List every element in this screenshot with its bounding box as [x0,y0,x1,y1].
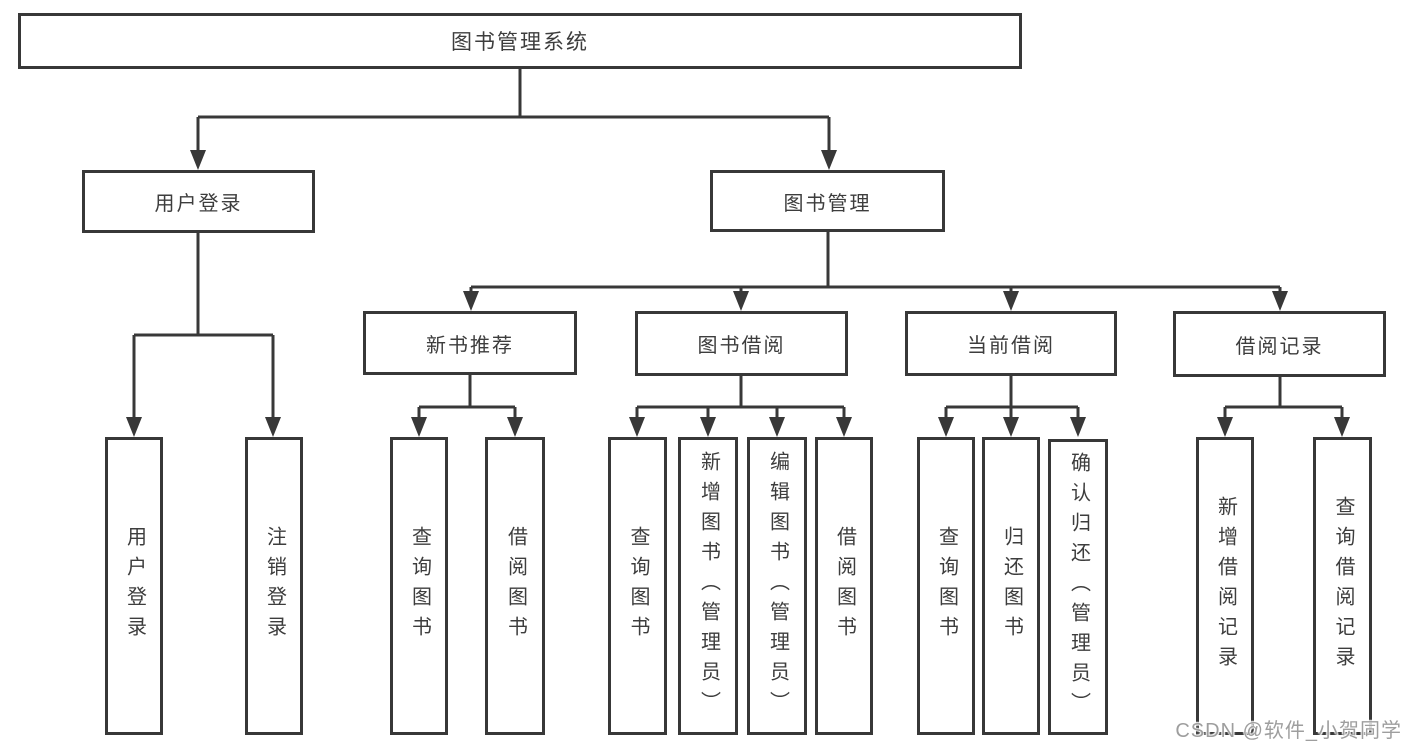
leaf-borrow-books-borrowing: 借阅图书 [815,437,873,735]
node-new-book-recommendation: 新书推荐 [363,311,577,375]
watermark-text: CSDN @软件_小贺同学 [1175,720,1402,742]
leaf-logout: 注销登录 [245,437,303,735]
leaf-add-book-admin: 新增图书（管理员） [678,437,738,735]
leaf-edit-book-admin: 编辑图书（管理员） [747,437,807,735]
leaf-return-book: 归还图书 [982,437,1040,735]
node-book-borrowing: 图书借阅 [635,311,848,376]
leaf-query-books-recommend: 查询图书 [390,437,448,735]
node-book-management-branch: 图书管理 [710,170,945,232]
leaf-user-login: 用户登录 [105,437,163,735]
node-borrowing-records: 借阅记录 [1173,311,1386,377]
leaf-add-borrow-record: 新增借阅记录 [1196,437,1254,735]
leaf-query-books-borrowing: 查询图书 [608,437,667,735]
node-user-login-branch: 用户登录 [82,170,315,233]
leaf-borrow-books-recommend: 借阅图书 [485,437,545,735]
node-current-borrowing: 当前借阅 [905,311,1117,376]
node-library-management-system: 图书管理系统 [18,13,1022,69]
leaf-confirm-return-admin: 确认归还（管理员） [1048,439,1108,735]
leaf-query-borrow-record: 查询借阅记录 [1313,437,1372,735]
leaf-query-books-current: 查询图书 [917,437,975,735]
